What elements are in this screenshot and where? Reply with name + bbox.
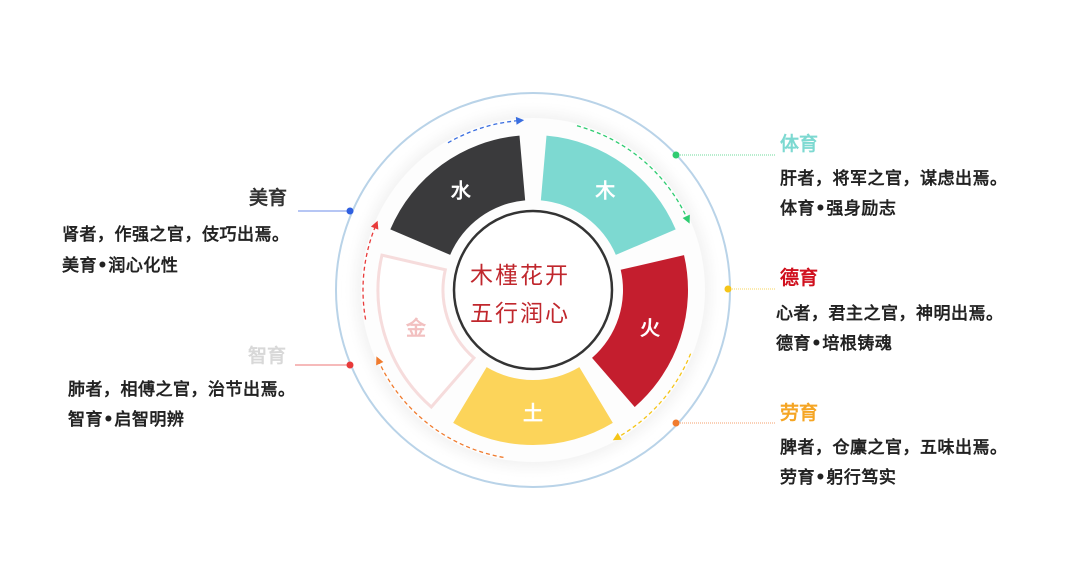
element-label-2: 土: [523, 401, 543, 425]
arrowhead-1: [682, 214, 690, 224]
element-label-1: 火: [640, 316, 661, 340]
cycle-arrow-4: [362, 226, 376, 320]
meiyu-title: 美育: [249, 187, 288, 209]
laoyu-line1: 脾者，仓廪之官，五味出焉。: [780, 438, 1008, 458]
element-segment-1: [592, 255, 688, 407]
cycle-arrow-1: [576, 125, 688, 219]
tiyu-line2: 体育•强身励志: [780, 199, 897, 219]
element-label-3: 金: [405, 316, 427, 340]
meiyu-dot: [346, 207, 354, 215]
center-title-line2: 五行润心: [470, 301, 570, 327]
laoyu-title: 劳育: [780, 402, 819, 424]
zhiyu-line1: 肺者，相傅之官，治节出焉。: [68, 380, 296, 400]
cycle-arrow-3: [378, 361, 504, 459]
arrowhead-3: [376, 356, 384, 366]
zhiyu-line2: 智育•启智明辨: [68, 410, 185, 430]
deyu-dot: [724, 285, 732, 293]
deyu-line1: 心者，君主之官，神明出焉。: [776, 304, 1004, 324]
arrowhead-4: [370, 220, 379, 230]
laoyu-dot: [672, 419, 680, 427]
meiyu-line2: 美育•润心化性: [62, 256, 179, 276]
deyu-line2: 德育•培根铸魂: [776, 334, 893, 354]
arrowhead-0: [515, 116, 525, 125]
laoyu-line2: 劳育•躬行笃实: [780, 468, 897, 488]
zhiyu-dot: [346, 361, 354, 369]
element-segment-3: [376, 253, 477, 410]
center-title-line1: 木槿花开: [470, 263, 570, 289]
cycle-arrow-0: [447, 119, 519, 144]
deyu-title: 德育: [780, 267, 819, 289]
center-circle: [452, 209, 614, 371]
element-label-4: 水: [451, 178, 472, 202]
tiyu-line1: 肝者，将军之官，谋虑出焉。: [780, 169, 1008, 189]
arrowhead-2: [612, 432, 622, 441]
element-label-0: 木: [594, 178, 616, 202]
element-segment-4: [390, 135, 526, 255]
tiyu-title: 体育: [780, 133, 819, 155]
element-segment-0: [540, 135, 676, 255]
cycle-arrow-2: [617, 353, 692, 438]
element-segment-2: [453, 367, 613, 445]
meiyu-line1: 肾者，作强之官，伎巧出焉。: [62, 225, 290, 245]
tiyu-dot: [672, 151, 680, 159]
zhiyu-title: 智育: [248, 345, 287, 367]
